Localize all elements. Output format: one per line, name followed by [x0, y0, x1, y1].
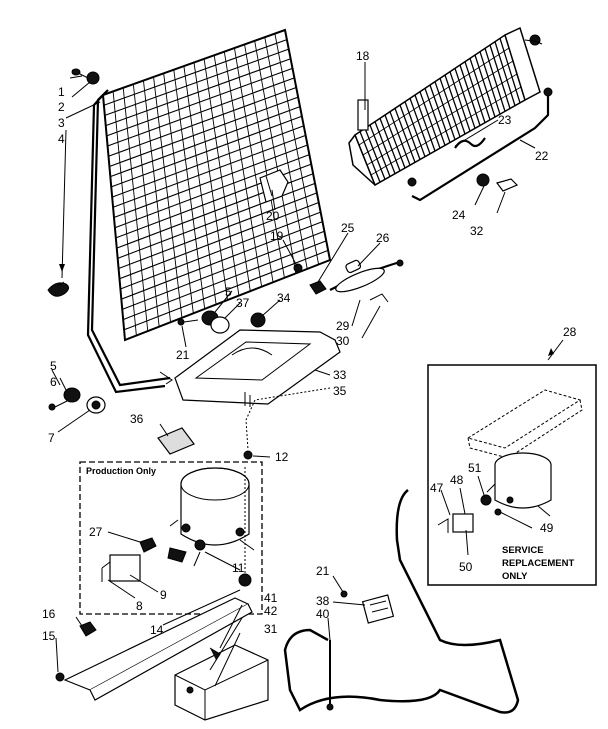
- callout-4: 4: [58, 132, 65, 146]
- parts-5-6-7: [48, 387, 106, 414]
- callout-50: 50: [459, 560, 473, 574]
- callout-1: 1: [58, 85, 65, 99]
- pad-36: [157, 427, 195, 455]
- part-16: [79, 621, 97, 637]
- callout-47: 47: [430, 481, 444, 495]
- callout-41: 41: [264, 591, 278, 605]
- callout-labels: 1 2 3 4 5 37 34 21 18 23 22 24 32 20 19 …: [42, 49, 577, 643]
- callout-33: 33: [333, 368, 347, 382]
- callout-42: 42: [264, 604, 278, 618]
- callout-29: 29: [336, 319, 350, 333]
- clip-4: [47, 281, 70, 297]
- callout-12: 12: [275, 450, 289, 464]
- leader-lines: [51, 39, 564, 687]
- drain-pan-33: [174, 329, 341, 407]
- callout-16: 16: [42, 607, 56, 621]
- callout-31: 31: [264, 622, 278, 636]
- callout-25: 25: [341, 221, 355, 235]
- callout-19: 19: [270, 229, 284, 243]
- callout-38: 38: [316, 594, 330, 608]
- condenser-coil: [86, 28, 332, 394]
- callout-21b: 21: [316, 564, 330, 578]
- callout-51: 51: [468, 461, 482, 475]
- parts-19-30: [293, 259, 404, 303]
- callout-14: 14: [150, 623, 164, 637]
- callout-5b: 5: [50, 359, 57, 373]
- callout-32: 32: [470, 224, 484, 238]
- callout-35: 35: [333, 384, 347, 398]
- callout-15: 15: [42, 629, 56, 643]
- callout-28: 28: [563, 325, 577, 339]
- service-replacement-text: SERVICE REPLACEMENT ONLY: [502, 545, 575, 582]
- callout-40: 40: [316, 607, 330, 621]
- part-38: [340, 590, 395, 624]
- screw-12: [243, 450, 253, 460]
- callout-27: 27: [89, 525, 103, 539]
- callout-21: 21: [176, 348, 190, 362]
- callout-7: 7: [48, 431, 55, 445]
- callout-5: 5: [225, 285, 232, 299]
- callout-24: 24: [452, 208, 466, 222]
- callout-36: 36: [130, 412, 144, 426]
- callout-22: 22: [535, 149, 549, 163]
- callout-26: 26: [376, 231, 390, 245]
- callout-23: 23: [498, 113, 512, 127]
- callout-11: 11: [232, 561, 245, 575]
- callout-3: 3: [58, 116, 65, 130]
- callout-34: 34: [277, 291, 291, 305]
- svg-text:REPLACEMENT: REPLACEMENT: [502, 558, 575, 569]
- compressor: [169, 467, 255, 567]
- screw-21-top: [529, 34, 543, 46]
- callout-6: 6: [50, 375, 57, 389]
- production-only-box: Production Only: [79, 461, 263, 615]
- screw-1: [71, 68, 100, 85]
- grommet-34: [250, 312, 266, 328]
- condenser-tube-40: [283, 489, 520, 714]
- callout-30: 30: [336, 334, 350, 348]
- base-rail: [55, 597, 269, 721]
- parts-5-37-21: [177, 310, 230, 334]
- evaporator-coil: [348, 26, 553, 202]
- callout-8: 8: [136, 599, 143, 613]
- callout-2: 2: [58, 100, 65, 114]
- callout-49: 49: [540, 521, 554, 535]
- production-only-title: Production Only: [86, 466, 156, 476]
- callout-20: 20: [266, 209, 280, 223]
- svg-text:ONLY: ONLY: [502, 571, 528, 582]
- part-20: [259, 169, 289, 203]
- callout-48: 48: [450, 473, 464, 487]
- callout-9: 9: [160, 588, 167, 602]
- service-replacement-box: SERVICE REPLACEMENT ONLY: [427, 364, 597, 586]
- grommet-lower: [238, 573, 252, 587]
- callout-37: 37: [236, 296, 250, 310]
- svg-text:SERVICE: SERVICE: [502, 545, 544, 556]
- callout-18: 18: [356, 49, 370, 63]
